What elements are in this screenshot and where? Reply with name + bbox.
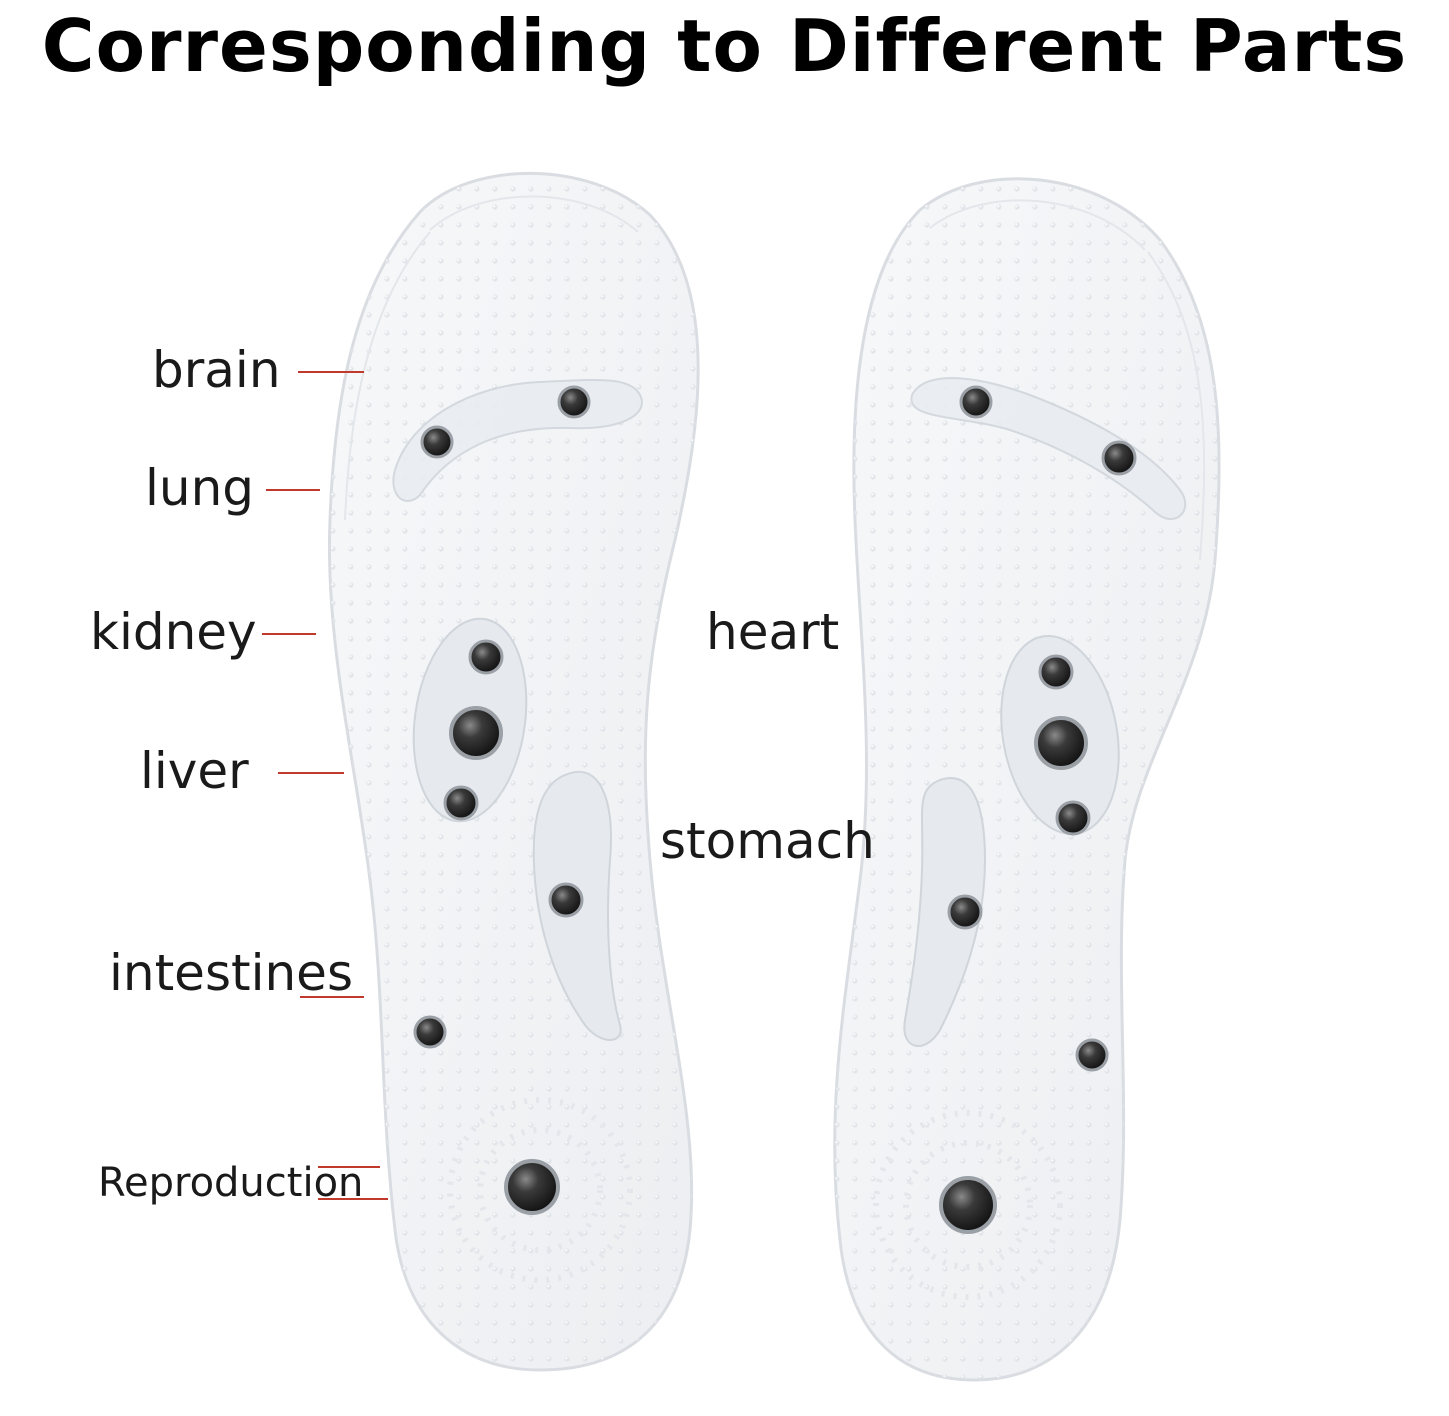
label-reproduction: Reproduction — [98, 1160, 364, 1206]
leader-lines — [262, 371, 388, 1200]
left-insole — [328, 171, 700, 1372]
label-lung: lung — [145, 459, 255, 517]
label-heart: heart — [706, 603, 840, 661]
right-arch-strip — [903, 777, 987, 1047]
right-insole — [833, 177, 1221, 1382]
left-magnets — [413, 385, 591, 1215]
label-stomach: stomach — [660, 812, 875, 870]
page-title: Corresponding to Different Parts — [41, 4, 1408, 88]
label-brain: brain — [152, 341, 281, 399]
label-liver: liver — [140, 742, 249, 800]
label-kidney: kidney — [90, 603, 257, 661]
label-intestines: intestines — [109, 944, 353, 1002]
right-magnets — [939, 385, 1137, 1234]
